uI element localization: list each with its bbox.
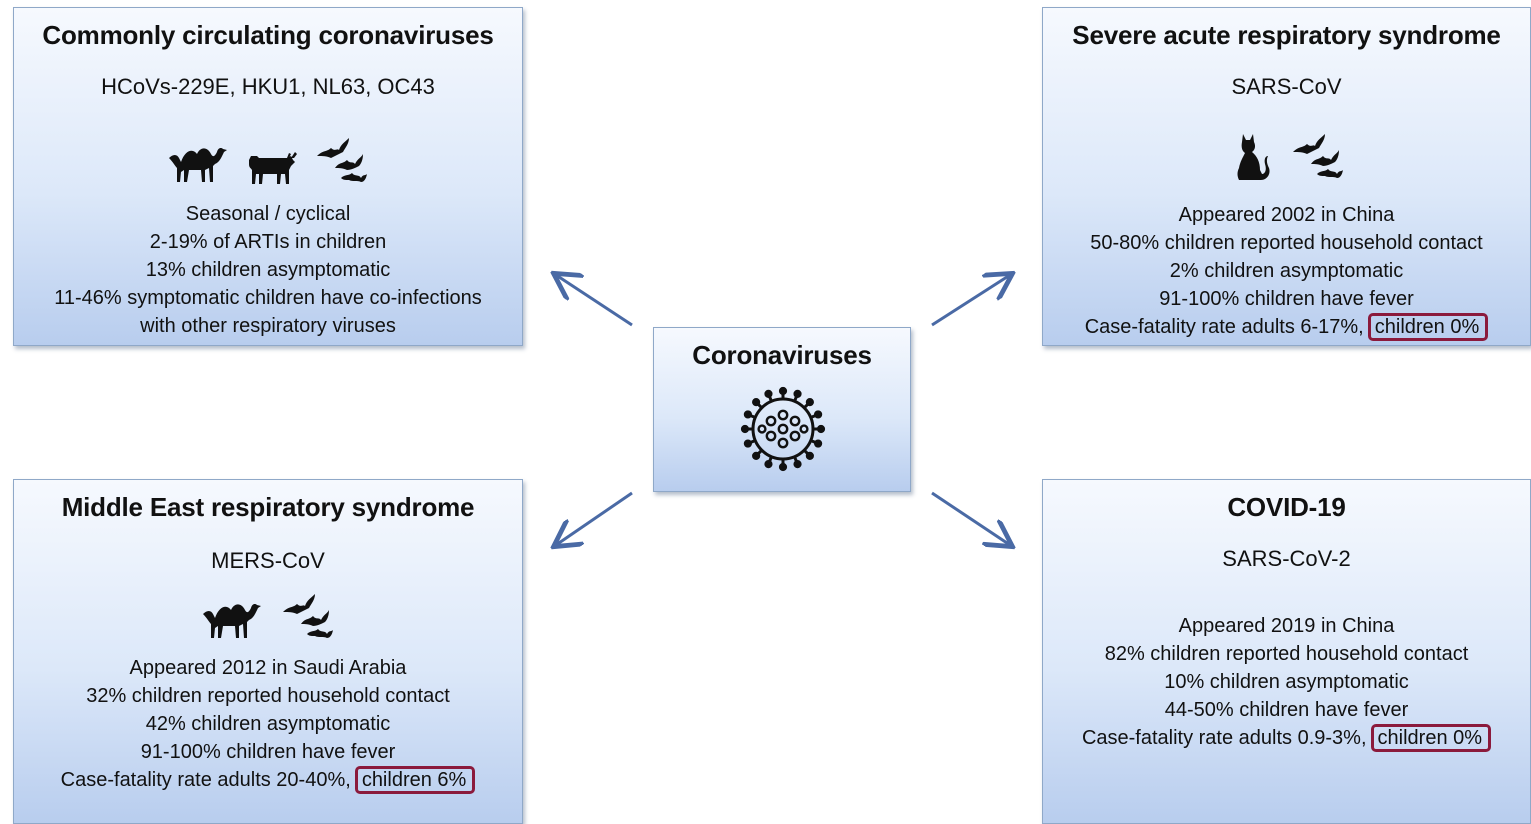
coronaviruses-center-box: Coronaviruses — [653, 327, 911, 492]
virus-spike-tip — [778, 462, 788, 472]
virus-spike-tip — [805, 398, 814, 407]
box-title: COVID-19 — [1227, 492, 1346, 522]
box-subtitle: MERS-CoV — [211, 548, 325, 573]
fatality-line: Case-fatality rate adults 20-40%,childre… — [14, 766, 522, 794]
box-title: Middle East respiratory syndrome — [61, 492, 475, 522]
virus-spike-tip — [793, 460, 802, 469]
fatality-children-highlight: children 6% — [354, 766, 476, 794]
box-facts: Appeared 2002 in China 50-80% children r… — [1043, 201, 1530, 341]
arrow-to-covid — [931, 491, 1010, 545]
virus-spike-tip — [740, 424, 750, 434]
box-title: Severe acute respiratory syndrome — [1072, 20, 1501, 50]
virus-icon — [740, 386, 826, 472]
box-subtitle: HCoVs-229E, HKU1, NL63, OC43 — [101, 74, 435, 99]
fact-line: 91-100% children have fever — [140, 741, 396, 763]
sars-box: Severe acute respiratory syndrome SARS-C… — [1042, 7, 1531, 346]
fact-line: 42% children asymptomatic — [145, 713, 391, 735]
arrow-to-mers — [556, 491, 633, 545]
fact-line: 91-100% children have fever — [1159, 288, 1414, 310]
fact-line: 2% children asymptomatic — [1169, 260, 1404, 282]
box-facts: Appeared 2012 in Saudi Arabia 32% childr… — [14, 654, 522, 794]
fact-line: Appeared 2002 in China — [1178, 204, 1395, 226]
box-subtitle: SARS-CoV — [1231, 74, 1342, 99]
virus-spike-tip — [816, 424, 826, 434]
common-coronaviruses-box: Commonly circulating coronaviruses HCoVs… — [13, 7, 523, 346]
arrow-to-sars — [931, 275, 1010, 327]
fact-line: 50-80% children reported household conta… — [1090, 232, 1483, 254]
virus-spike-tip — [764, 460, 773, 469]
fact-line: Appeared 2012 in Saudi Arabia — [129, 657, 407, 679]
virus-spike-tip — [814, 439, 823, 448]
fatality-line: Case-fatality rate adults 0.9-3%,childre… — [1043, 724, 1530, 752]
arrow-to-common — [556, 275, 633, 327]
fatality-children-highlight: children 0% — [1370, 724, 1492, 752]
fact-line: 13% children asymptomatic — [145, 259, 391, 281]
box-title: Commonly circulating coronaviruses — [42, 20, 494, 50]
fatality-adults: Case-fatality rate adults 20-40%, — [60, 769, 351, 791]
fatality-adults: Case-fatality rate adults 6-17%, — [1084, 316, 1364, 338]
box-facts: Seasonal / cyclical 2-19% of ARTIs in ch… — [14, 200, 522, 340]
virus-spike-tip — [752, 451, 761, 460]
virus-spike-tip — [743, 410, 752, 419]
fact-line: 2-19% of ARTIs in children — [149, 231, 387, 253]
virus-spike-tip — [752, 398, 761, 407]
fatality-adults: Case-fatality rate adults 0.9-3%, — [1081, 727, 1367, 749]
virus-spike-tip — [743, 439, 752, 448]
fact-line: Seasonal / cyclical — [185, 203, 351, 225]
virus-spike-tip — [814, 410, 823, 419]
virus-spike-tip — [764, 389, 773, 398]
fact-line: 11-46% symptomatic children have co-infe… — [54, 287, 482, 309]
box-subtitle: SARS-CoV-2 — [1222, 546, 1351, 571]
mers-box: Middle East respiratory syndrome MERS-Co… — [13, 479, 523, 824]
center-title: Coronaviruses — [692, 340, 872, 370]
fact-line: 32% children reported household contact — [86, 685, 450, 707]
fact-line: with other respiratory viruses — [140, 315, 396, 337]
fact-line: 10% children asymptomatic — [1164, 671, 1409, 693]
fatality-children-highlight: children 0% — [1367, 313, 1489, 341]
virus-spike-tip — [793, 389, 802, 398]
box-facts: Appeared 2019 in China 82% children repo… — [1043, 612, 1530, 752]
fact-line: 44-50% children have fever — [1164, 699, 1409, 721]
virus-spike-tip — [805, 451, 814, 460]
virus-spike-tip — [778, 386, 788, 396]
fatality-line: Case-fatality rate adults 6-17%,children… — [1043, 313, 1530, 341]
fact-line: 82% children reported household contact — [1104, 643, 1469, 665]
fact-line: Appeared 2019 in China — [1178, 615, 1395, 637]
